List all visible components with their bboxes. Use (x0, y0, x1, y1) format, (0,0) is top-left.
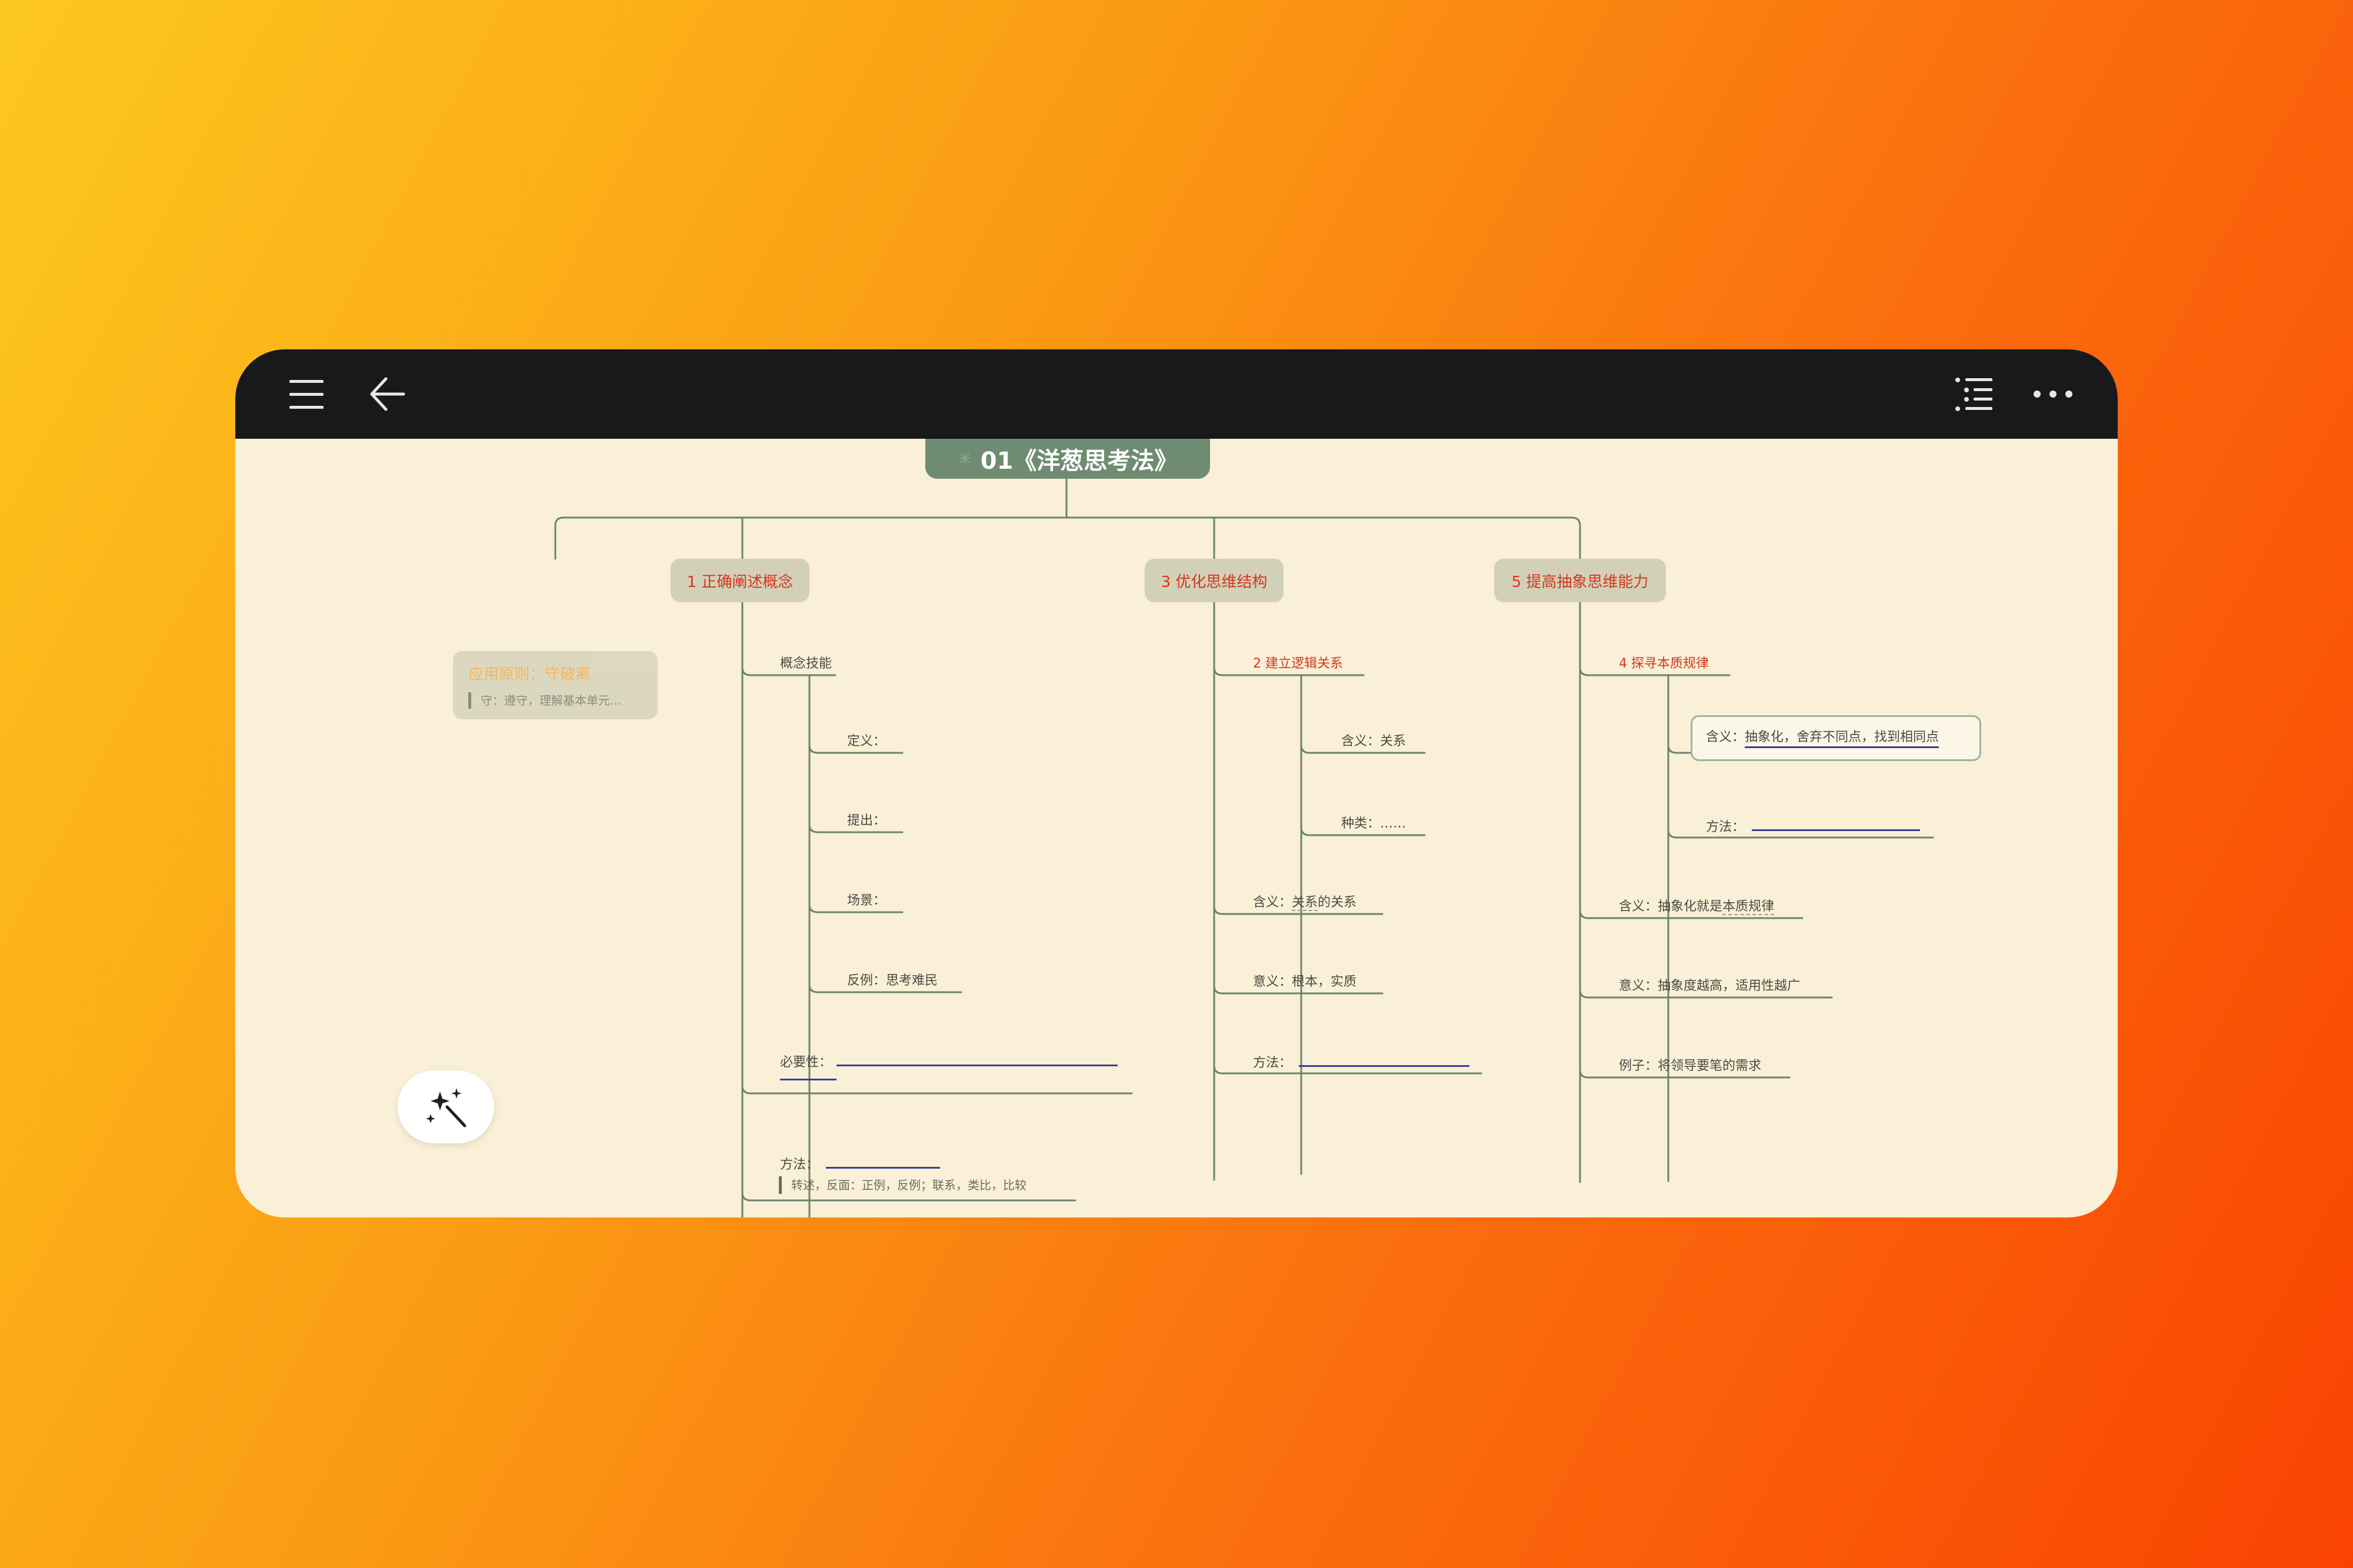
node-counterexample[interactable]: 反例：思考难民 (847, 973, 938, 988)
back-arrow-icon (370, 377, 405, 411)
method-3-blank (1299, 1053, 1470, 1067)
connector-lines (554, 478, 1978, 1217)
node-method-3-label: 方法： (1253, 1056, 1292, 1070)
branch-node-5[interactable]: 5 提高抽象思维能力 (1494, 559, 1666, 602)
necessity-blank (836, 1053, 1118, 1066)
magic-wand-sparkles-icon (426, 1088, 466, 1127)
node-method-3[interactable]: 方法： (1253, 1053, 1470, 1072)
outline-list-icon (1955, 378, 1992, 411)
branch-node-1[interactable]: 1 正确阐述概念 (671, 559, 809, 602)
node-necessity[interactable]: 必要性： (780, 1053, 1118, 1072)
more-button[interactable] (2028, 371, 2078, 418)
node-essence-meaning-prefix: 含义： (1706, 730, 1745, 745)
node-scene[interactable]: 场景： (847, 893, 886, 908)
essence-method-blank (1752, 818, 1921, 831)
node-necessity-label: 必要性： (780, 1055, 832, 1070)
node-structure-significance[interactable]: 意义：根本，实质 (1253, 975, 1357, 989)
hamburger-menu-icon (289, 380, 324, 409)
node-structure-meaning-suffix: 的关系 (1318, 895, 1357, 910)
node-essence-meaning[interactable]: 含义：抽象化，舍弃不同点，找到相同点 (1706, 729, 1939, 748)
node-definition[interactable]: 定义： (847, 734, 886, 749)
menu-button[interactable] (282, 371, 332, 418)
node-abstract-example[interactable]: 例子：将领导要笔的需求 (1619, 1059, 1762, 1073)
node-logic-meaning[interactable]: 含义：关系 (1341, 733, 1406, 750)
node-essence-method-label: 方法： (1706, 820, 1745, 835)
node-concept-skill[interactable]: 概念技能 (780, 656, 832, 671)
necessity-blank-continued (780, 1079, 836, 1080)
top-toolbar (235, 349, 2118, 439)
root-node-label: 01《洋葱思考法》 (980, 448, 1178, 475)
mindmap-canvas[interactable]: ✳ 01《洋葱思考法》 应用原则：守破离 守：遵守，理解基本单元... 1 正确… (235, 439, 2118, 1217)
more-dots-icon (2034, 391, 2072, 398)
node-propose[interactable]: 提出： (847, 813, 886, 828)
node-abstract-significance[interactable]: 意义：抽象度越高，适用性越广 (1619, 979, 1801, 993)
root-node[interactable]: ✳ 01《洋葱思考法》 (925, 439, 1210, 479)
magic-button[interactable] (398, 1070, 494, 1143)
back-button[interactable] (362, 371, 412, 418)
node-structure-meaning-underlined: 关系 (1292, 895, 1318, 911)
branch-node-3-label: 3 优化思维结构 (1161, 573, 1268, 591)
branch-node-5-label: 5 提高抽象思维能力 (1511, 573, 1649, 591)
node-abstract-meaning-prefix: 含义：抽象化就是 (1619, 899, 1723, 914)
branch-node-1-label: 1 正确阐述概念 (686, 573, 794, 591)
node-method-1-label: 方法： (780, 1157, 819, 1172)
app-window: ✳ 01《洋葱思考法》 应用原则：守破离 守：遵守，理解基本单元... 1 正确… (235, 349, 2118, 1217)
node-abstract-meaning[interactable]: 含义：抽象化就是本质规律 (1619, 898, 1775, 916)
root-node-icon: ✳ (957, 448, 972, 469)
node-essence-meaning-value: 抽象化，舍弃不同点，找到相同点 (1745, 729, 1939, 748)
selected-node-frame[interactable] (1691, 715, 1981, 761)
node-essence-method[interactable]: 方法： (1706, 818, 1921, 836)
node-logic-relation[interactable]: 2 建立逻辑关系 (1253, 656, 1343, 671)
method-1-blank (826, 1155, 941, 1169)
node-logic-meaning-prefix: 含义： (1341, 734, 1381, 749)
node-method-1[interactable]: 方法： (780, 1155, 941, 1174)
node-essence-law[interactable]: 4 探寻本质规律 (1619, 656, 1709, 671)
outline-button[interactable] (1949, 371, 1999, 418)
branch-node-3[interactable]: 3 优化思维结构 (1145, 559, 1284, 602)
node-logic-meaning-value: 关系 (1380, 734, 1407, 749)
ghost-branch-node[interactable]: 应用原则：守破离 守：遵守，理解基本单元... (453, 651, 658, 719)
node-structure-meaning-prefix: 含义： (1253, 895, 1292, 910)
ghost-branch-title: 应用原则：守破离 (468, 665, 591, 683)
ghost-branch-note: 守：遵守，理解基本单元... (468, 692, 621, 709)
node-method-1-note: 转述，反面：正例，反例；联系，类比，比较 (779, 1176, 1026, 1194)
node-structure-meaning[interactable]: 含义：关系的关系 (1253, 894, 1357, 912)
node-logic-types[interactable]: 种类：…… (1341, 816, 1407, 831)
node-abstract-meaning-underlined: 本质规律 (1722, 899, 1775, 915)
